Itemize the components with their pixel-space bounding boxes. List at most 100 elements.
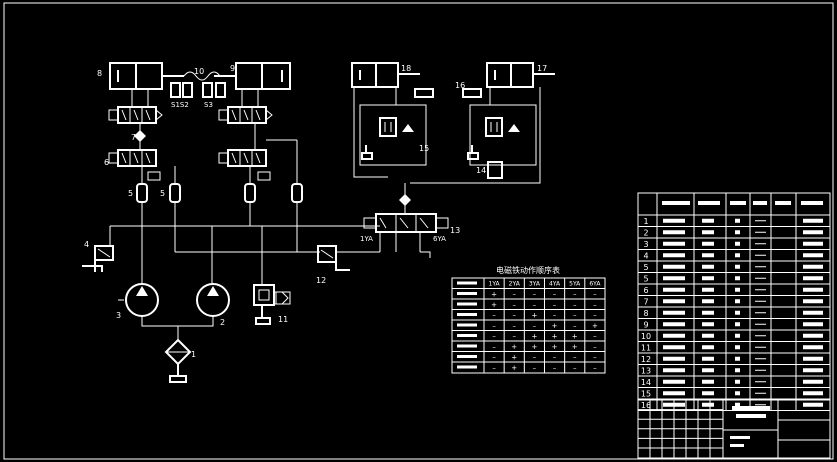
- parts-qty-cell: [735, 322, 740, 327]
- parts-list-grid: [638, 193, 830, 411]
- solenoid-action-cell: [457, 344, 477, 348]
- parts-qty-cell: [735, 230, 740, 235]
- parts-number: 10: [641, 332, 651, 341]
- solenoid-cell: +: [511, 343, 517, 351]
- solenoid-cell: –: [593, 343, 597, 351]
- parts-qty-cell: [735, 218, 740, 223]
- parts-qty-cell: [735, 264, 740, 269]
- parts-spec-cell: [702, 276, 714, 281]
- solenoid-header: 6YA: [589, 281, 601, 288]
- parts-number: 1: [643, 217, 648, 226]
- parts-name-cell: [663, 253, 685, 258]
- parts-number: 6: [643, 286, 648, 295]
- pump-3: [118, 283, 159, 317]
- label-1: 1: [191, 350, 196, 359]
- parts-note-cell: [803, 333, 823, 338]
- parts-note-cell: [803, 264, 823, 269]
- supply-lines: [109, 225, 380, 285]
- parts-spec-cell: [702, 299, 714, 304]
- parts-number: 8: [643, 309, 648, 318]
- solenoid-table-frame: [451, 277, 606, 374]
- parts-note-cell: [803, 241, 823, 246]
- solenoid-cell: –: [512, 291, 516, 299]
- solenoid-cell: –: [573, 312, 577, 320]
- drawing-border: [3, 2, 834, 460]
- parts-number: 9: [643, 320, 648, 329]
- filter-1: [164, 338, 192, 383]
- parts-note-cell: [803, 253, 823, 258]
- solenoid-action-cell: [457, 313, 477, 316]
- parts-number: 14: [641, 378, 651, 387]
- parts-qty-cell: [735, 253, 740, 258]
- solenoid-cell: –: [573, 364, 577, 372]
- cylinder-17: [486, 62, 555, 88]
- solenoid-header: 3YA: [529, 281, 541, 288]
- parts-note-cell: [803, 379, 823, 384]
- label-4: 4: [84, 240, 89, 249]
- solenoid-action-cell: [457, 302, 477, 306]
- parts-number: 4: [643, 251, 648, 260]
- solenoid-cell: –: [533, 322, 537, 330]
- parts-spec-cell: [702, 322, 714, 327]
- label-13: 13: [450, 226, 460, 235]
- parts-name-cell: [663, 368, 685, 373]
- parts-note-cell: [803, 310, 823, 315]
- label-9: 9: [230, 64, 235, 73]
- parts-note-cell: [803, 391, 823, 396]
- solenoid-cell: –: [492, 364, 496, 372]
- solenoid-header: 5YA: [569, 281, 581, 288]
- parts-header-cell: [662, 201, 690, 205]
- valve-row-lower-left: [108, 149, 161, 181]
- solenoid-cell: –: [553, 312, 557, 320]
- solenoid-header: 4YA: [549, 281, 561, 288]
- solenoid-cell: +: [552, 333, 558, 341]
- solenoid-cell: –: [512, 312, 516, 320]
- label-15: 15: [419, 144, 429, 153]
- parts-name-cell: [663, 264, 685, 269]
- parts-number: 7: [643, 297, 648, 306]
- solenoid-action-cell: [457, 355, 477, 358]
- parts-number: 3: [643, 240, 648, 249]
- subcircuit-15: [353, 87, 427, 178]
- label-18: 18: [401, 64, 411, 73]
- label-1ya: 1YA: [360, 235, 373, 243]
- parts-header-cell: [698, 201, 720, 205]
- solenoid-cell: +: [572, 333, 578, 341]
- solenoid-header: 1YA: [489, 281, 501, 288]
- solenoid-cell: –: [553, 291, 557, 299]
- parts-qty-cell: [735, 333, 740, 338]
- parts-name-cell: [663, 230, 685, 235]
- solenoid-table-title: 电磁铁动作顺序表: [496, 265, 560, 275]
- solenoid-cell: –: [492, 322, 496, 330]
- left-circuit: [82, 62, 380, 383]
- parts-note-cell: [803, 322, 823, 327]
- parts-name-cell: [663, 241, 685, 246]
- parts-spec-cell: [702, 310, 714, 315]
- parts-qty-cell: [735, 356, 740, 361]
- solenoid-cell: –: [533, 364, 537, 372]
- cylinder-18: [351, 62, 420, 88]
- parts-name-cell: [663, 345, 685, 350]
- parts-spec-cell: [702, 368, 714, 373]
- solenoid-cell: –: [593, 364, 597, 372]
- parts-note-cell: [803, 356, 823, 361]
- solenoid-cell: –: [492, 333, 496, 341]
- parts-spec-cell: [702, 253, 714, 258]
- callout-labels: 8 10 9 S1S2 S3 7 6 5 5 4 3 2 1 11 12 13 …: [84, 64, 547, 359]
- label-5a: 5: [128, 189, 133, 198]
- label-5b: 5: [160, 189, 165, 198]
- subcircuit-14: [410, 87, 541, 184]
- solenoid-cell: +: [511, 354, 517, 362]
- parts-qty-cell: [735, 345, 740, 350]
- solenoid-cell: –: [593, 301, 597, 309]
- label-3: 3: [116, 311, 121, 320]
- label-16: 16: [455, 81, 465, 90]
- solenoid-cell: –: [553, 364, 557, 372]
- parts-spec-cell: [702, 230, 714, 235]
- parts-spec-cell: [702, 356, 714, 361]
- solenoid-cell: –: [492, 354, 496, 362]
- relief-valve-4: [82, 245, 114, 272]
